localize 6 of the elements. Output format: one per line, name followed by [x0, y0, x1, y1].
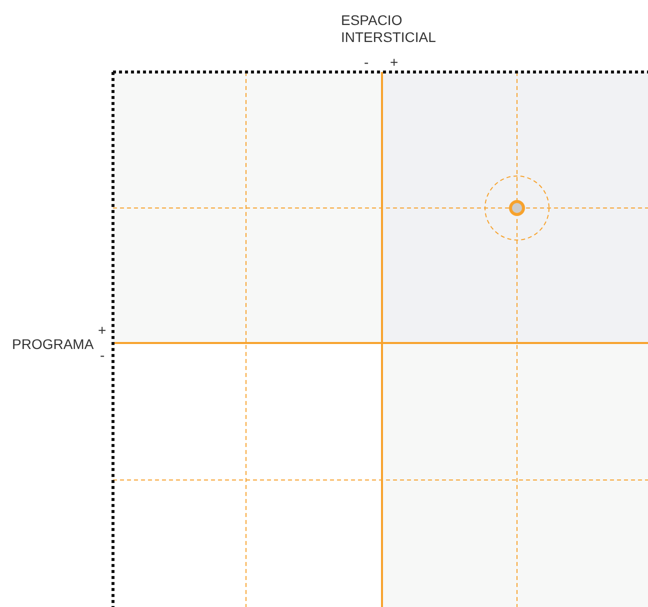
axis-sign: + [98, 322, 106, 339]
axis-sign: - [364, 54, 369, 71]
axis-title: PROGRAMA [12, 336, 94, 353]
axis-sign: + [390, 54, 398, 71]
axis-sign: - [100, 347, 105, 364]
axis-title: ESPACIO INTERSTICIAL [341, 12, 437, 46]
